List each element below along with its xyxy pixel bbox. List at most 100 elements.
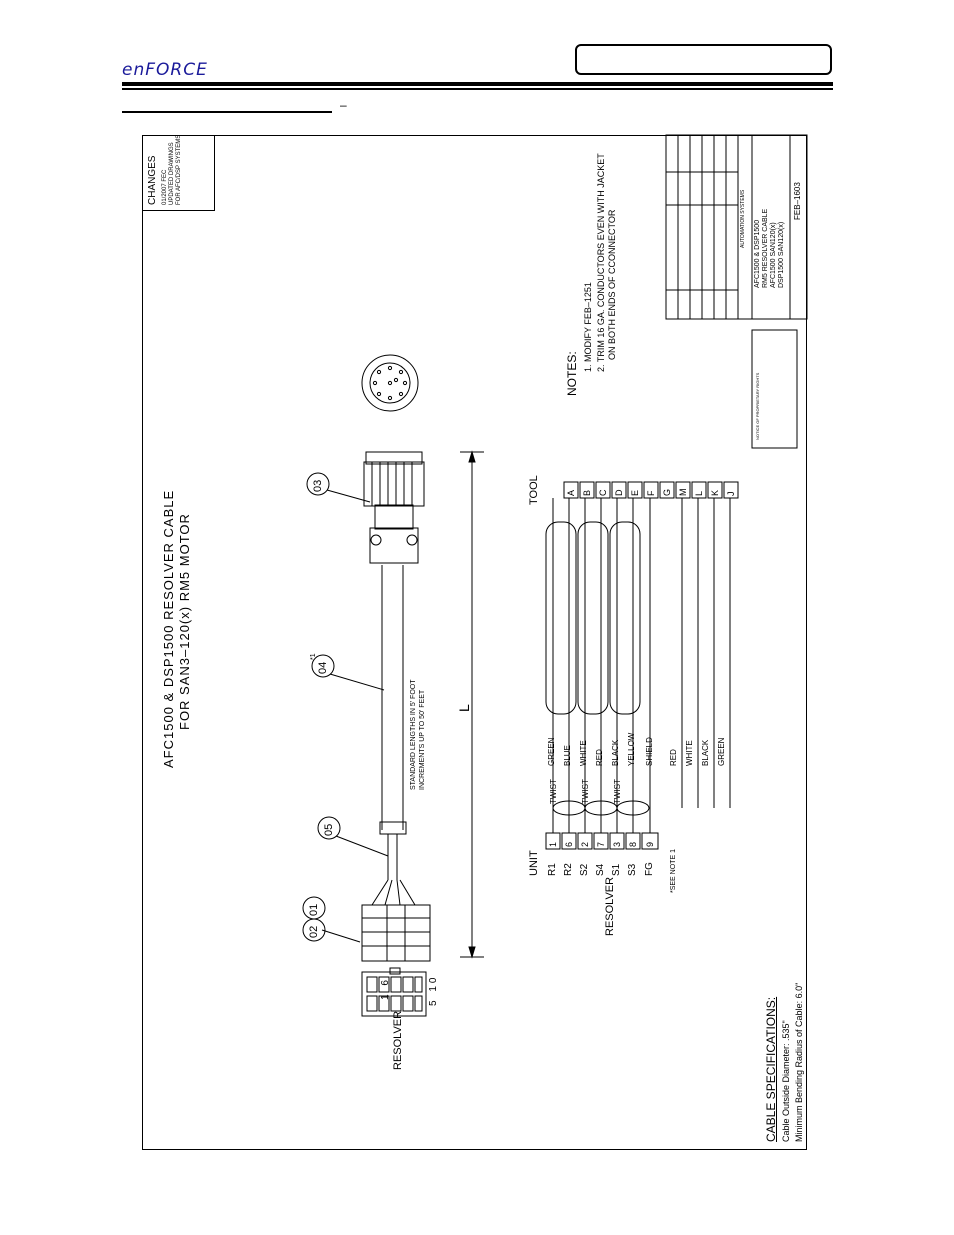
see-note-label: *SEE NOTE 1 (670, 849, 677, 893)
twist-label-1: TWIST (549, 779, 558, 804)
unit-pin-2: 2 (580, 841, 590, 847)
resolver-plug-body (361, 904, 431, 962)
proprietary-notice: NOTICE OF PROPRIETARY RIGHTS (755, 372, 760, 440)
title-block-drawing-no: FEB–1603 (793, 182, 802, 220)
tool-pin-j: J (726, 491, 736, 497)
title-block-parts-list (665, 134, 808, 320)
resolver-plug-cavities (366, 976, 423, 1012)
callout-balloon-04 (311, 654, 335, 678)
cable-specs-title: CABLE SPECIFICATIONS: (764, 996, 778, 1142)
callout-label-01: 01 (308, 903, 320, 916)
tool-pin-e: E (630, 489, 640, 496)
unit-signal-r1: R1 (547, 863, 558, 876)
parts-list-lines (666, 135, 739, 319)
wire-color-white: WHITE (579, 740, 588, 766)
header-rule-thick (122, 82, 833, 86)
wire-color-green: GREEN (547, 737, 556, 766)
notes-title: NOTES: (565, 351, 579, 396)
power-wire-white: WHITE (685, 740, 694, 766)
connector-coupling (365, 451, 423, 465)
callout-note-marker: *1 (310, 653, 317, 660)
callout-label-05: 05 (323, 823, 335, 836)
wire-color-blue: BLUE (563, 745, 572, 766)
resolver-plug-face (361, 971, 427, 1017)
unit-signal-s3: S3 (627, 863, 638, 876)
enforce-logo: enFORCE (122, 60, 208, 80)
twisted-pair-shields (545, 521, 650, 816)
dimension-arrow-bottom (468, 946, 476, 959)
tool-pin-m: M (678, 488, 688, 497)
note-1: 1. MODIFY FEB–1251 (583, 282, 593, 372)
changes-box (142, 135, 215, 211)
unit-pin-7: 7 (596, 841, 606, 847)
title-block-company: AUTOMATION SYSTEMS (740, 189, 746, 248)
callout-label-02: 02 (308, 925, 320, 938)
connector-knurl (371, 462, 413, 506)
cable-note-line-2: INCREMENTS UP TO 50' FEET (419, 689, 426, 790)
resolver-plug-ribs (362, 917, 430, 947)
cable-fanout (371, 879, 416, 906)
tool-label: TOOL (528, 475, 540, 505)
header-title-box (575, 44, 832, 75)
note-2-line-1: 2. TRIM 16 GA. CONDUCTORS EVEN WITH JACK… (596, 153, 606, 372)
dimension-label: L (456, 704, 472, 712)
title-block-description (751, 134, 808, 320)
connector-nut (369, 527, 419, 564)
tool-pin-boxes (563, 481, 739, 499)
cable-note-line-1: STANDARD LENGTHS IN 5' FOOT (410, 679, 417, 791)
callout-leader-05 (335, 835, 389, 857)
callout-leader-04 (329, 673, 385, 691)
resolver-side-label: RESOLVER (604, 876, 616, 936)
twist-label-3: TWIST (613, 779, 622, 804)
connector-collar (374, 504, 414, 530)
unit-pin-3: 3 (612, 841, 622, 847)
callout-label-03: 03 (312, 479, 324, 492)
cable-sleeve (379, 821, 407, 835)
proprietary-notice-box (751, 329, 798, 449)
unit-signal-s2: S2 (579, 863, 590, 876)
connector-screw-1 (370, 534, 382, 546)
connector-face-outer (361, 354, 419, 412)
pin-bottom-label: 5 10 (428, 974, 439, 1006)
title-block-desc-4: DSP1500 SAN120(x) (778, 221, 785, 288)
callout-balloon-05 (317, 816, 341, 840)
cable-specs-diameter: Cable Outside Diameter: .535" (781, 1020, 791, 1142)
tool-pin-l: L (694, 490, 704, 496)
power-wire-black: BLACK (701, 739, 710, 766)
callout-label-04: 04 (317, 661, 329, 674)
unit-signal-r2: R2 (563, 863, 574, 876)
title-block-desc-2: RM5 RESOLVER CABLE (762, 208, 769, 288)
unit-pin-8: 8 (628, 841, 638, 847)
tool-pin-b: B (582, 489, 592, 496)
tool-pin-a: A (566, 489, 576, 496)
note-2-line-2: ON BOTH ENDS OF CCONNECTOR (607, 209, 617, 360)
unit-pin-1: 1 (548, 841, 558, 847)
section-title-underline (122, 111, 332, 113)
unit-label: UNIT (528, 850, 540, 876)
wire-color-yellow: YELLOW (627, 732, 636, 766)
callout-leader-03 (326, 489, 371, 503)
unit-signal-fg: FG (644, 862, 655, 876)
power-wire-green: GREEN (717, 737, 726, 766)
unit-pin-6: 6 (564, 841, 574, 847)
drawing-sheet (142, 135, 807, 1150)
resolver-connector-label: RESOLVER (392, 1010, 404, 1070)
callout-leader-01-02 (321, 929, 361, 943)
unit-pin-9: 9 (645, 841, 655, 847)
unit-signal-s1: S1 (611, 863, 622, 876)
signal-wires (552, 498, 651, 833)
title-block-desc-3: AFC1500 SAN120(x) (770, 222, 777, 288)
section-dash: – (340, 98, 347, 112)
twist-label-2: TWIST (581, 779, 590, 804)
tool-pin-c: C (598, 489, 608, 497)
resolver-plug-key (389, 967, 401, 975)
dimension-arrow-top (468, 450, 476, 463)
callout-balloon-02 (302, 918, 326, 942)
power-wires (681, 498, 731, 808)
title-block-desc-1: AFC1500 & DSP1500 (754, 219, 761, 288)
connector-body (363, 461, 425, 507)
wire-color-shield: SHIELD (645, 737, 654, 766)
tool-pin-f: F (646, 490, 656, 497)
cable-specs-bend-radius: Minimum Bending Radius of Cable: 6.0" (794, 982, 804, 1142)
